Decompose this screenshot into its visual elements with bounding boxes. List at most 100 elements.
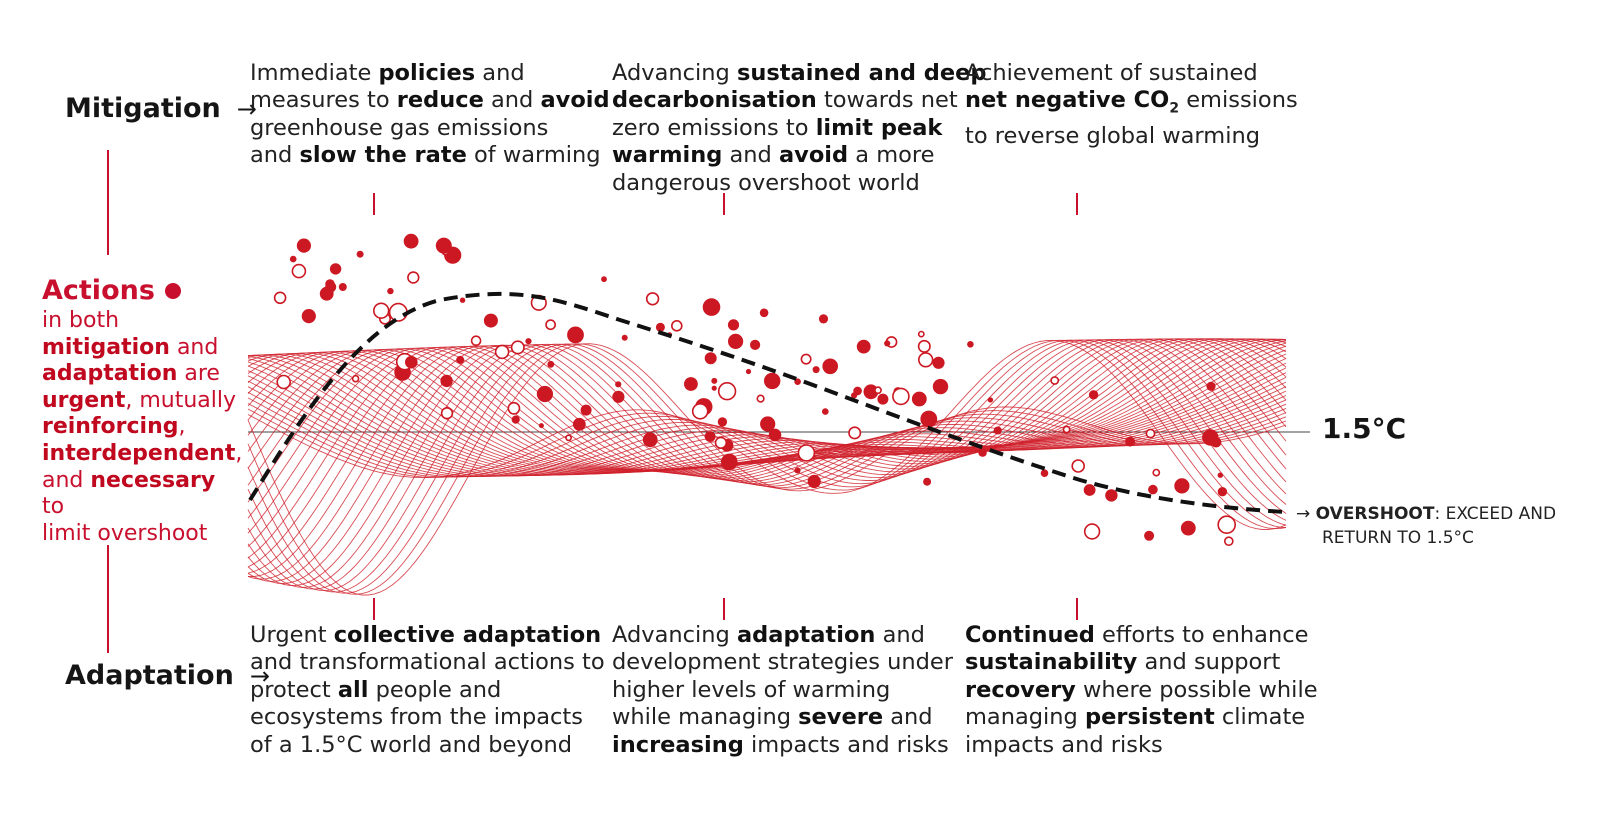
action-dot	[1071, 459, 1085, 473]
action-dot	[1148, 484, 1158, 495]
action-dot	[807, 474, 821, 488]
text-segment: and	[883, 704, 933, 731]
text-line: and transformational actions to	[250, 649, 605, 676]
action-dot	[1224, 536, 1234, 547]
action-dot	[387, 287, 394, 295]
ribbon-line	[247, 339, 1287, 514]
text-line: and slow the rate of warming	[250, 142, 610, 169]
text-segment: sustainability	[965, 649, 1138, 676]
action-dot	[567, 326, 584, 344]
action-dot	[1174, 478, 1190, 494]
action-dot	[325, 279, 335, 289]
action-dot	[704, 431, 716, 442]
text-segment: Immediate	[250, 60, 379, 86]
action-dot	[273, 291, 287, 305]
text-segment: sustained and deep	[736, 60, 987, 86]
text-line: higher levels of warming	[612, 677, 953, 704]
action-dot	[670, 319, 683, 332]
ribbon-line	[247, 339, 1287, 529]
action-dot	[800, 353, 812, 365]
action-dot	[329, 263, 342, 275]
action-dot	[511, 415, 520, 424]
ribbon-line	[247, 338, 1287, 472]
text-line: zero emissions to limit peak	[612, 115, 987, 142]
action-dot	[301, 309, 316, 324]
text-line: sustainability and support	[965, 649, 1318, 676]
text-segment: greenhouse gas emissions	[250, 114, 549, 141]
ribbon-line	[247, 338, 1287, 474]
action-dot	[645, 292, 660, 306]
text-segment: all	[337, 676, 369, 703]
ribbon-line	[247, 338, 1287, 472]
ribbon-line	[247, 344, 1287, 586]
text-segment: decarbonisation	[612, 87, 817, 114]
action-dot	[1083, 523, 1101, 540]
text-segment: collective adaptation	[333, 622, 602, 648]
text-segment: while managing	[612, 704, 799, 731]
text-segment: to reverse global warming	[965, 123, 1260, 150]
action-dot	[764, 372, 781, 390]
action-dot	[822, 408, 829, 415]
action-dot	[1217, 472, 1224, 478]
action-dot	[756, 394, 765, 403]
action-dot	[721, 453, 738, 471]
action-dot	[373, 302, 390, 319]
threshold-label: 1.5°C	[1322, 412, 1407, 445]
action-dot	[818, 314, 829, 324]
actions-segment: interdependent	[42, 440, 236, 466]
actions-segment: , mutually	[125, 387, 237, 413]
text-segment: adaptation	[736, 622, 876, 648]
text-line: ecosystems from the impacts	[250, 704, 605, 731]
ribbon-line	[247, 338, 1287, 473]
action-dot	[1217, 515, 1236, 535]
action-dot	[440, 374, 453, 388]
action-dot	[351, 374, 360, 383]
action-dot	[547, 360, 555, 368]
action-dot	[1144, 530, 1155, 541]
overshoot-label: → OVERSHOOT: EXCEED AND RETURN TO 1.5°C	[1296, 502, 1556, 550]
adaptation-label: Adaptation→	[65, 660, 270, 691]
action-dot	[405, 355, 418, 369]
action-dot	[704, 352, 717, 365]
overshoot-arrow-icon: →	[1296, 504, 1311, 524]
text-segment: and support	[1137, 649, 1281, 676]
action-dot	[456, 355, 465, 364]
action-dot	[911, 391, 927, 407]
ribbon-line	[247, 338, 1287, 475]
ribbon-line	[247, 338, 1287, 474]
tick-mitigation-1	[373, 193, 375, 215]
action-dot	[1050, 376, 1060, 385]
text-segment: persistent	[1084, 704, 1215, 731]
text-segment: warming	[612, 142, 723, 169]
action-dot	[403, 233, 419, 249]
action-dot	[276, 374, 292, 390]
actions-segment: and	[169, 334, 219, 360]
ribbon-line	[247, 338, 1287, 476]
action-dot	[702, 298, 721, 316]
text-segment: recovery	[965, 676, 1076, 703]
ribbon-line	[247, 343, 1287, 592]
action-dot	[760, 416, 776, 432]
lower-connector-line	[107, 545, 109, 653]
action-dot	[750, 339, 761, 350]
adaptation-label-text: Adaptation	[65, 660, 234, 691]
action-dot	[1105, 489, 1118, 502]
action-dot	[684, 377, 698, 391]
action-dot	[745, 368, 752, 375]
action-dot	[483, 313, 498, 328]
action-dot	[978, 448, 987, 457]
mitigation-label: Mitigation→	[65, 93, 257, 124]
action-dot	[932, 356, 945, 369]
actions-segment: ,	[235, 440, 243, 466]
action-dot	[711, 377, 718, 384]
text-segment: avoid	[540, 87, 610, 114]
action-dot	[717, 417, 728, 427]
action-dot	[565, 434, 572, 442]
text-line: Continued efforts to enhance	[965, 622, 1318, 649]
text-segment: ecosystems from the impacts	[250, 704, 583, 731]
text-segment: Advancing	[612, 622, 737, 648]
text-segment: emissions	[1179, 87, 1298, 114]
